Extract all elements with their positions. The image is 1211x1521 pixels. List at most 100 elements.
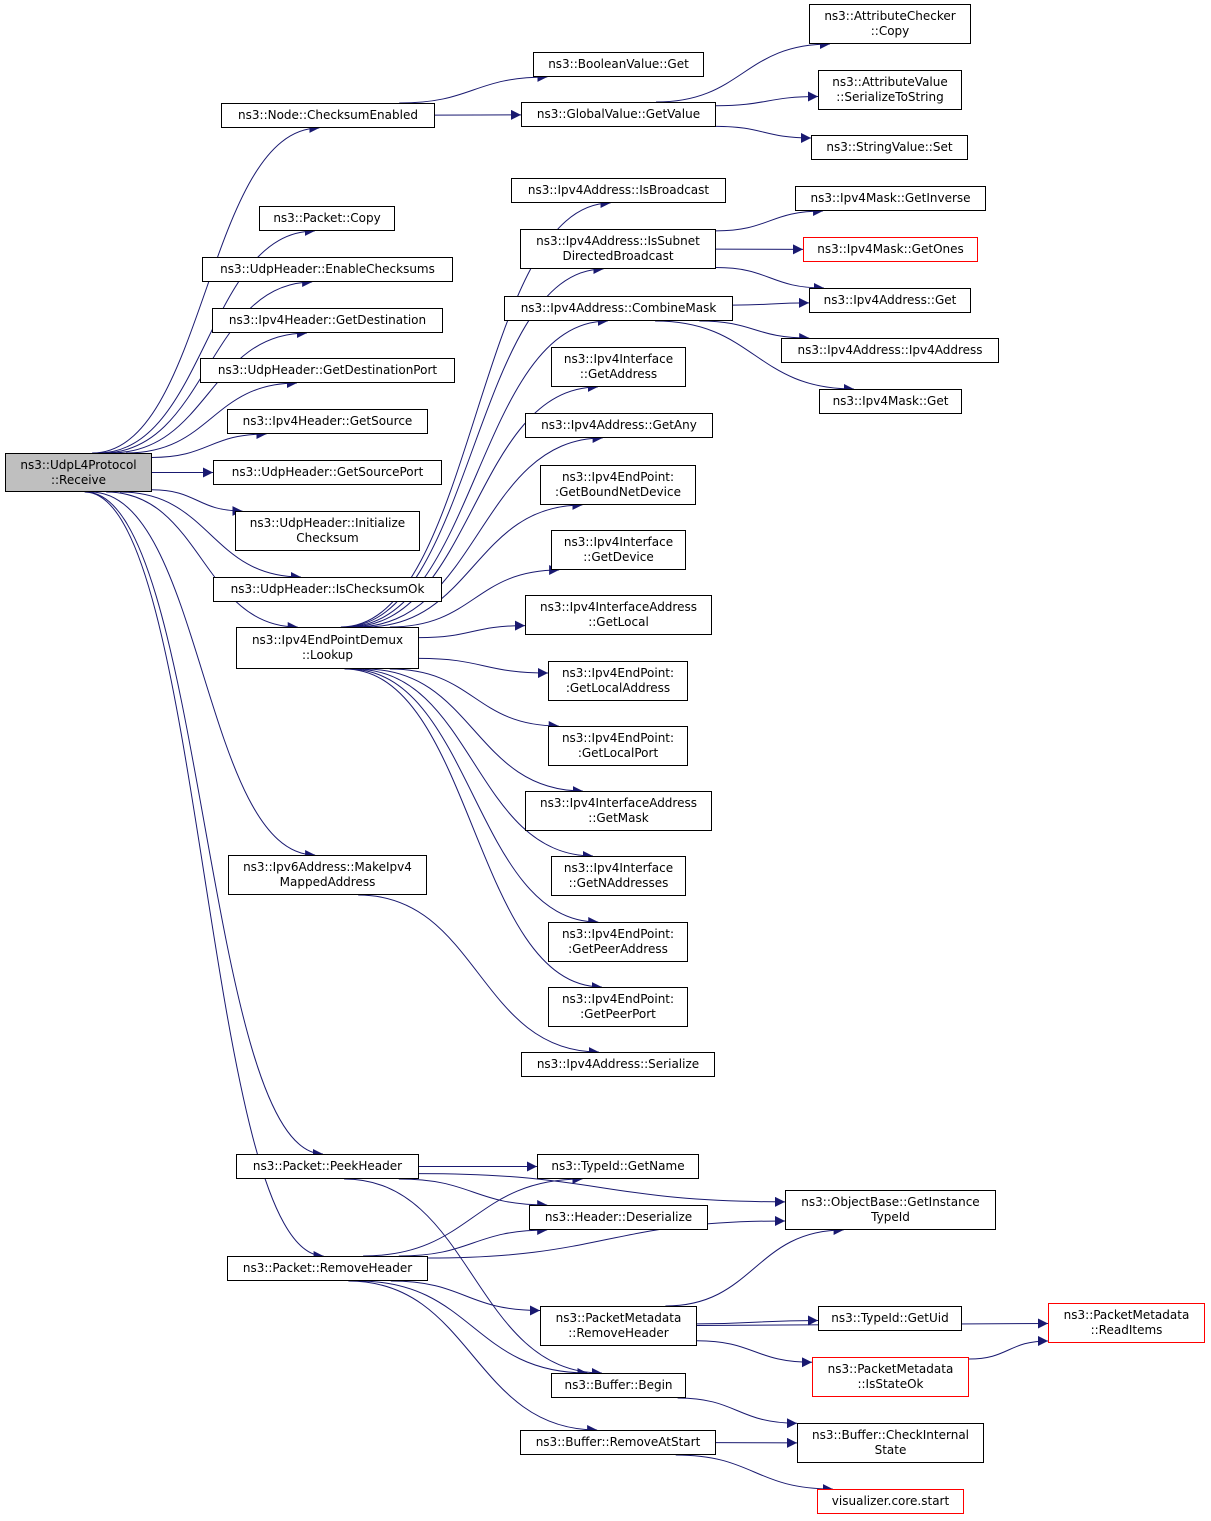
call-edge-receive-to-ipv4hdr_getdestination — [110, 328, 308, 454]
graph-node-buffer_begin[interactable]: ns3::Buffer::Begin — [551, 1373, 686, 1398]
graph-node-header_deserialize[interactable]: ns3::Header::Deserialize — [529, 1205, 708, 1230]
call-edge-demux_lookup-to-ifaddr_getlocal — [418, 620, 526, 639]
graph-node-label: ns3::AttributeValue — [832, 75, 948, 89]
graph-node-visualizer_start[interactable]: visualizer.core.start — [817, 1489, 964, 1514]
graph-node-label: :GetLocalAddress — [565, 681, 671, 695]
graph-node-label: Checksum — [296, 531, 359, 545]
call-edge-pktmeta_isstateok-to-pktmeta_readitems — [968, 1335, 1049, 1360]
graph-node-label: ns3::Ipv4Address::IsBroadcast — [527, 183, 710, 197]
graph-node-ipv4if_getdevice[interactable]: ns3::Ipv4Interface::GetDevice — [551, 530, 686, 570]
graph-node-label: ns3::Ipv4EndPointDemux — [251, 633, 404, 647]
graph-node-pktmeta_isstateok[interactable]: ns3::PacketMetadata::IsStateOk — [812, 1357, 969, 1397]
call-edge-pktmeta_removeheader-to-typeid_getuid — [696, 1315, 819, 1326]
graph-node-label: ns3::ObjectBase::GetInstance — [801, 1195, 980, 1209]
graph-node-ifaddr_getmask[interactable]: ns3::Ipv4InterfaceAddress::GetMask — [525, 791, 712, 831]
graph-node-attrchecker_copy[interactable]: ns3::AttributeChecker::Copy — [809, 4, 971, 44]
graph-node-ifaddr_getlocal[interactable]: ns3::Ipv4InterfaceAddress::GetLocal — [525, 595, 712, 635]
call-edge-demux_lookup-to-ipv4addr_getany — [355, 433, 603, 628]
graph-node-label: ns3::Ipv4Address::IsSubnet — [536, 234, 700, 248]
call-edge-demux_lookup-to-ifaddr_getmask — [364, 668, 583, 796]
graph-node-label: ::Copy — [870, 24, 910, 38]
graph-node-label: ns3::GlobalValue::GetValue — [536, 107, 701, 121]
graph-node-ipv4addr_combinemask[interactable]: ns3::Ipv4Address::CombineMask — [504, 296, 733, 321]
graph-node-label: ns3::Ipv4Mask::GetInverse — [810, 191, 971, 205]
graph-node-label: State — [874, 1443, 907, 1457]
graph-node-label: ns3::Ipv4Address::Ipv4Address — [797, 343, 983, 357]
graph-node-ipv4mask_get[interactable]: ns3::Ipv4Mask::Get — [819, 389, 962, 414]
graph-node-ipv4addr_get[interactable]: ns3::Ipv4Address::Get — [809, 288, 971, 313]
graph-node-ep_getboundnetdevice[interactable]: ns3::Ipv4EndPoint::GetBoundNetDevice — [540, 465, 696, 505]
graph-node-udp_getsourceport[interactable]: ns3::UdpHeader::GetSourcePort — [213, 460, 442, 485]
graph-node-label: ns3::UdpHeader::IsChecksumOk — [230, 582, 425, 596]
graph-node-label: ns3::Ipv4Address::GetAny — [541, 418, 697, 432]
call-edge-globalvalue_getvalue-to-stringvalue_set — [715, 125, 812, 143]
graph-node-demux_lookup[interactable]: ns3::Ipv4EndPointDemux::Lookup — [236, 627, 419, 669]
graph-node-label: ns3::PacketMetadata — [1063, 1308, 1190, 1322]
graph-node-udp_getdestport[interactable]: ns3::UdpHeader::GetDestinationPort — [200, 358, 455, 383]
graph-node-ep_getpeerport[interactable]: ns3::Ipv4EndPoint::GetPeerPort — [548, 987, 688, 1027]
graph-node-label: ::GetLocal — [588, 615, 649, 629]
graph-node-ipv4hdr_getsource[interactable]: ns3::Ipv4Header::GetSource — [227, 409, 428, 434]
graph-node-buffer_removeatstart[interactable]: ns3::Buffer::RemoveAtStart — [520, 1430, 716, 1455]
graph-node-ipv4mask_getones[interactable]: ns3::Ipv4Mask::GetOnes — [803, 237, 978, 262]
graph-node-pktmeta_readitems[interactable]: ns3::PacketMetadata::ReadItems — [1048, 1303, 1205, 1343]
graph-node-label: ns3::Header::Deserialize — [544, 1210, 693, 1224]
call-edge-demux_lookup-to-ep_getpeeraddress — [348, 668, 599, 927]
graph-node-label: ns3::StringValue::Set — [826, 140, 953, 154]
graph-node-packet_removeheader[interactable]: ns3::Packet::RemoveHeader — [227, 1256, 428, 1281]
graph-node-ipv4if_getnaddresses[interactable]: ns3::Ipv4Interface::GetNAddresses — [551, 856, 686, 896]
graph-node-ipv4hdr_getdestination[interactable]: ns3::Ipv4Header::GetDestination — [212, 308, 443, 333]
graph-node-ipv4mask_getinverse[interactable]: ns3::Ipv4Mask::GetInverse — [795, 186, 986, 211]
graph-node-checksum_enabled[interactable]: ns3::Node::ChecksumEnabled — [221, 103, 435, 128]
graph-node-ep_getpeeraddress[interactable]: ns3::Ipv4EndPoint::GetPeerAddress — [548, 922, 688, 962]
graph-node-typeid_getuid[interactable]: ns3::TypeId::GetUid — [818, 1306, 962, 1331]
graph-node-ipv4addr_getany[interactable]: ns3::Ipv4Address::GetAny — [525, 413, 713, 438]
call-edge-pktmeta_removeheader-to-objectbase_getinstance — [665, 1225, 844, 1307]
call-edge-packet_removeheader-to-typeid_getname — [363, 1174, 583, 1257]
graph-node-boolean_get[interactable]: ns3::BooleanValue::Get — [533, 52, 704, 77]
graph-node-label: ns3::Ipv4Address::Serialize — [536, 1057, 700, 1071]
call-edge-demux_lookup-to-ep_getboundnetdevice — [364, 500, 583, 628]
graph-node-udp_enable_checksums[interactable]: ns3::UdpHeader::EnableChecksums — [202, 257, 453, 282]
call-edge-receive-to-ipv6_makeipv4mapped — [90, 491, 316, 860]
call-edge-buffer_begin-to-buffer_checkinternal — [677, 1397, 798, 1429]
call-edge-packet_peekheader-to-objectbase_getinstance — [418, 1173, 786, 1207]
call-edge-receive-to-packet_copy — [97, 226, 315, 454]
call-edge-demux_lookup-to-ipv4if_getaddress — [349, 382, 598, 628]
graph-node-globalvalue_getvalue[interactable]: ns3::GlobalValue::GetValue — [521, 102, 716, 127]
graph-node-packet_peekheader[interactable]: ns3::Packet::PeekHeader — [236, 1154, 419, 1179]
graph-node-typeid_getname[interactable]: ns3::TypeId::GetName — [537, 1154, 699, 1179]
graph-node-ipv4addr_isbroadcast[interactable]: ns3::Ipv4Address::IsBroadcast — [511, 178, 726, 203]
graph-node-label: ::GetAddress — [579, 367, 658, 381]
graph-node-ipv4if_getaddress[interactable]: ns3::Ipv4Interface::GetAddress — [551, 347, 686, 387]
graph-node-ipv4addr_ctor[interactable]: ns3::Ipv4Address::Ipv4Address — [781, 338, 999, 363]
graph-node-label: ns3::Ipv4Address::Get — [823, 293, 957, 307]
graph-node-label: ns3::TypeId::GetUid — [831, 1311, 949, 1325]
graph-node-udp_ischecksumok[interactable]: ns3::UdpHeader::IsChecksumOk — [213, 577, 442, 602]
call-edge-receive-to-demux_lookup — [106, 491, 298, 632]
call-edge-demux_lookup-to-ipv4addr_isbroadcast — [340, 198, 611, 628]
graph-node-packet_copy[interactable]: ns3::Packet::Copy — [259, 206, 395, 231]
graph-node-stringvalue_set[interactable]: ns3::StringValue::Set — [811, 135, 968, 160]
call-edge-buffer_removeatstart-to-visualizer_start — [675, 1454, 833, 1494]
graph-node-label: :GetPeerAddress — [568, 942, 668, 956]
call-edge-demux_lookup-to-ipv4if_getnaddresses — [354, 668, 593, 861]
graph-node-attrvalue_serialize[interactable]: ns3::AttributeValue::SerializeToString — [818, 70, 962, 110]
graph-node-label: ::Receive — [50, 472, 107, 487]
graph-node-ep_getlocalport[interactable]: ns3::Ipv4EndPoint::GetLocalPort — [548, 726, 688, 766]
graph-node-label: ns3::Ipv4Interface — [563, 861, 674, 875]
graph-node-label: ::GetMask — [588, 811, 649, 825]
call-edge-receive-to-packet_removeheader — [84, 491, 324, 1261]
graph-node-label: ns3::Packet::PeekHeader — [252, 1159, 403, 1173]
graph-node-pktmeta_removeheader[interactable]: ns3::PacketMetadata::RemoveHeader — [540, 1306, 697, 1346]
graph-node-ep_getlocaladdress[interactable]: ns3::Ipv4EndPoint::GetLocalAddress — [548, 661, 688, 701]
graph-node-label: ns3::Node::ChecksumEnabled — [238, 108, 418, 122]
graph-node-ipv4addr_serialize[interactable]: ns3::Ipv4Address::Serialize — [521, 1052, 715, 1077]
graph-node-label: ns3::Ipv4Header::GetSource — [242, 414, 413, 428]
